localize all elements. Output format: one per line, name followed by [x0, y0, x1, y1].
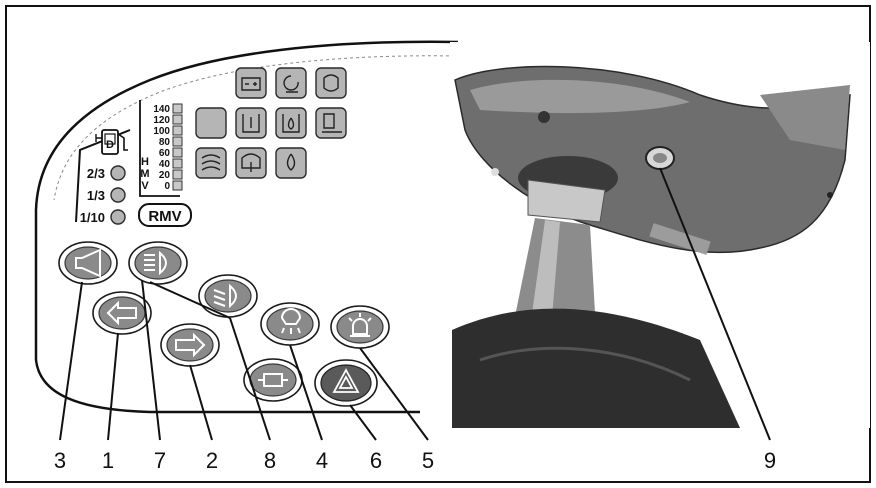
callout-number: 9 — [764, 448, 776, 473]
fuel-level-label: 2/3 — [87, 166, 105, 181]
hmv-letter: M — [140, 168, 149, 180]
callout-number: 3 — [54, 448, 66, 473]
hazard-button[interactable] — [314, 359, 378, 407]
fuel-level-label: 1/10 — [80, 210, 105, 225]
high-beam-button[interactable] — [128, 241, 188, 285]
speed-scale-value: 40 — [159, 159, 171, 170]
low-beam-icon — [213, 283, 237, 309]
leader-lines — [59, 167, 771, 441]
callout-number: 4 — [316, 448, 328, 473]
speed-scale-value: 100 — [153, 126, 170, 137]
arrow-right-icon — [175, 332, 206, 358]
fuel-indicator-1-10 — [110, 209, 126, 225]
horn-button[interactable] — [58, 241, 118, 285]
callout-numbers: 3 1 7 2 8 4 6 5 9 — [54, 448, 776, 473]
turn-left-button[interactable] — [92, 291, 152, 335]
joystick-photo — [450, 42, 870, 428]
callout-number: 5 — [422, 448, 434, 473]
horn-icon — [75, 248, 101, 278]
fuel-indicator-2-3 — [110, 165, 126, 181]
rmv-label: RMV — [148, 208, 181, 225]
speed-scale-value: 0 — [164, 181, 170, 192]
work-light-icon — [280, 308, 302, 334]
arrow-left-icon — [106, 300, 137, 326]
rmv-badge — [138, 203, 192, 227]
fuel-icon-label: D — [106, 139, 114, 151]
fuel-pump-icon — [95, 129, 128, 155]
callout-number: 1 — [102, 448, 114, 473]
hazard-triangle-icon — [332, 368, 360, 393]
brake-warning-icon — [315, 67, 347, 99]
blank-indicator — [195, 107, 227, 139]
trailer-socket-button[interactable] — [243, 358, 303, 402]
engine-preheat-icon — [275, 67, 307, 99]
fuel-level-label: 1/3 — [87, 188, 105, 203]
speed-scale-value: 140 — [153, 104, 170, 115]
left-panel: D 2/3 1/3 1/10 H M V 140 120 100 80 60 4… — [34, 40, 459, 414]
turn-right-button[interactable] — [160, 323, 220, 367]
speed-scale-value: 60 — [159, 148, 171, 159]
hydraulic-filter-icon — [315, 107, 347, 139]
oil-drop-icon — [275, 107, 307, 139]
speed-scale: 140 120 100 80 60 40 20 0 — [153, 103, 183, 192]
hmv-letter: V — [141, 180, 149, 192]
warning-indicators — [195, 67, 347, 179]
high-beam-icon — [144, 250, 167, 276]
speed-scale-value: 20 — [159, 170, 171, 181]
speed-scale-value: 80 — [159, 137, 171, 148]
beacon-button[interactable] — [330, 305, 390, 349]
callout-number: 2 — [206, 448, 218, 473]
callout-number: 6 — [370, 448, 382, 473]
oil-pressure-icon — [275, 147, 307, 179]
battery-icon — [235, 67, 267, 99]
trailer-socket-icon — [258, 373, 288, 387]
callout-number: 8 — [264, 448, 276, 473]
speed-scale-value: 120 — [153, 115, 170, 126]
hmv-letter: H — [141, 156, 149, 168]
low-beam-button[interactable] — [198, 274, 258, 318]
callout-number: 7 — [154, 448, 166, 473]
fuel-indicator-1-3 — [110, 187, 126, 203]
beacon-icon — [348, 313, 372, 337]
work-light-button[interactable] — [260, 302, 320, 346]
air-filter-icon — [195, 147, 227, 179]
